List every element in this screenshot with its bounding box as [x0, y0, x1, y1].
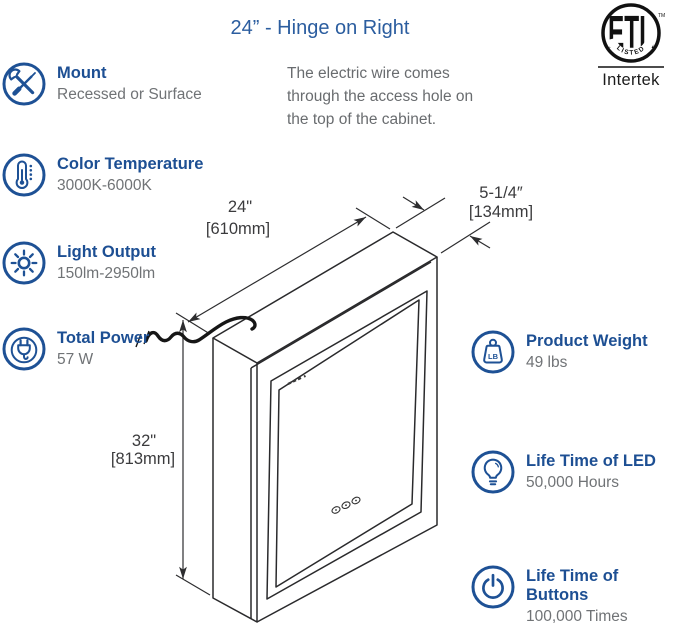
height-dimension-mm: [813mm] — [111, 450, 175, 468]
plug-icon — [2, 327, 46, 371]
width-dimension-label: 24" — [228, 198, 252, 216]
feature-label: Product Weight — [526, 332, 648, 350]
wire-note: The electric wire comes through the acce… — [287, 65, 474, 128]
feature-led-lifetime: Life Time of LED 50,000 Hours — [471, 450, 656, 494]
feature-value: 49 lbs — [526, 354, 568, 371]
feature-label: Life Time of LED — [526, 452, 656, 470]
mirror-frame — [275, 299, 420, 588]
cabinet-outline — [212, 231, 438, 623]
dimension-lines — [179, 196, 491, 579]
door-seam-top — [250, 261, 432, 369]
sun-icon — [2, 241, 46, 285]
cabinet-left-face — [212, 338, 258, 623]
depth-dimension-arrow-lower — [469, 235, 491, 249]
mirror-button-icon — [341, 501, 351, 510]
cabinet-top-face — [212, 231, 438, 364]
weight-badge-text: LB — [488, 352, 499, 361]
intertek-wordmark: Intertek — [602, 71, 660, 89]
dimension-labels: 24" [610mm] 5-1/4″ [134mm] 32" [813mm] — [111, 184, 533, 468]
mirror-clock-display — [287, 374, 306, 385]
thermometer-icon — [2, 153, 46, 197]
mirror-touch-buttons — [331, 496, 361, 514]
feature-color-temperature: Color Temperature 3000K-6000K — [2, 153, 203, 197]
power-icon — [471, 565, 515, 609]
feature-value: 3000K-6000K — [57, 177, 152, 194]
door-frame — [266, 290, 428, 600]
feature-label: Life Time of Buttons — [526, 567, 619, 604]
depth-dimension-label: 5-1/4″ — [479, 184, 523, 202]
feature-light-output: Light Output 150lm-2950lm — [2, 241, 156, 285]
depth-dimension-mm: [134mm] — [469, 203, 533, 221]
feature-total-power: Total Power 57 W — [2, 327, 149, 371]
power-wire — [144, 315, 257, 344]
feature-value: 57 W — [57, 351, 94, 368]
page-title: 24” - Hinge on Right — [230, 17, 410, 39]
tools-icon — [2, 62, 46, 106]
bulb-icon — [471, 450, 515, 494]
dimension-extension-lines — [175, 197, 491, 596]
wire-break-marks — [135, 330, 150, 348]
weight-icon: LB — [471, 330, 515, 374]
feature-label: Mount — [57, 64, 107, 82]
feature-label: Light Output — [57, 243, 156, 261]
feature-product-weight: LB Product Weight 49 lbs — [471, 330, 648, 374]
mirror-button-icon — [331, 506, 341, 514]
feature-value: 150lm-2950lm — [57, 265, 156, 282]
etl-mark: ETL LISTED TM Intertek — [598, 3, 665, 89]
feature-value: Recessed or Surface — [57, 86, 202, 103]
width-dimension-line — [187, 216, 367, 323]
feature-label: Color Temperature — [57, 155, 204, 173]
feature-mount: Mount Recessed or Surface — [2, 62, 202, 106]
feature-value: 50,000 Hours — [526, 474, 620, 491]
mirror-button-icon — [351, 496, 361, 505]
feature-value: 100,000 Times — [526, 608, 628, 625]
feature-label: Total Power — [57, 329, 150, 347]
etl-circle — [601, 3, 661, 63]
etl-trademark: TM — [658, 13, 665, 19]
cabinet-front-face — [256, 257, 438, 623]
width-dimension-mm: [610mm] — [206, 220, 270, 238]
height-dimension-label: 32" — [132, 432, 156, 450]
depth-dimension-arrow-upper — [402, 196, 425, 211]
feature-buttons-lifetime: Life Time of Buttons 100,000 Times — [471, 565, 679, 626]
